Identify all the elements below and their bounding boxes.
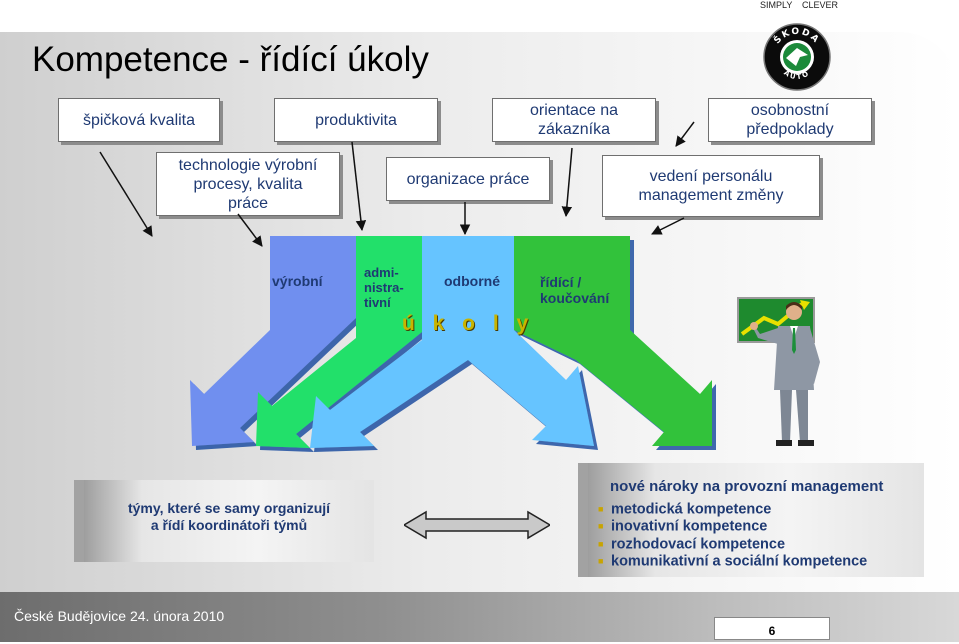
arrow-label-production: výrobní [272, 273, 323, 289]
requirement-item: ■komunikativní a sociální kompetence [598, 553, 868, 570]
page-number: 6 [714, 617, 830, 640]
arrow-label-administrative: admi- nistra- tivní [364, 265, 404, 310]
box-top-productivity: produktivita [274, 98, 438, 142]
box-mid-organization: organizace práce [386, 157, 550, 201]
skoda-logo: ŠKODA AUTO [763, 23, 831, 91]
brand-simply: SIMPLY [760, 0, 793, 10]
requirements-list: ■metodická kompetence ■inovativní kompet… [598, 501, 867, 570]
arrow-label-management: řídící / koučování [540, 274, 610, 306]
arrow-quality-to-production [99, 151, 153, 237]
arrow-administrative [256, 236, 422, 448]
arrow-technology-to-production [237, 213, 263, 247]
arrow-personal-to-leadership [675, 121, 695, 147]
ukoly-label: ú k o l y [402, 312, 535, 335]
teams-box [74, 480, 374, 562]
bullet-icon: ■ [598, 504, 604, 514]
arrow-production [190, 236, 356, 446]
arrow-expert [310, 236, 594, 448]
page-title: Kompetence - řídící úkoly [32, 40, 429, 79]
bullet-icon: ■ [598, 538, 604, 549]
bullet-icon: ■ [598, 555, 604, 566]
requirement-item: ■metodická kompetence [598, 501, 772, 518]
arrow-management [514, 236, 712, 446]
requirements-box [578, 463, 924, 577]
teams-text: týmy, které se samy organizují a řídí ko… [127, 500, 331, 533]
bullet-icon: ■ [598, 521, 604, 532]
brand-clever: CLEVER [802, 0, 839, 10]
box-mid-technology: technologie výrobní procesy, kvalita prá… [156, 152, 340, 216]
box-top-quality: špičková kvalita [58, 98, 220, 142]
requirements-title: nové nároky na provozní management [610, 478, 884, 495]
footer-location-date: České Budějovice 24. února 2010 [14, 608, 225, 624]
requirement-item: ■inovativní kompetence [598, 518, 768, 535]
arrow-productivity-to-admin [351, 141, 367, 232]
double-arrow [404, 510, 550, 540]
box-top-personal: osobnostní předpoklady [708, 98, 872, 142]
arrow-label-expert: odborné [444, 273, 500, 289]
arrow-leadership-to-management [651, 217, 685, 235]
box-top-customer: orientace na zákazníka [492, 98, 656, 142]
requirement-item: ■rozhodovací kompetence [598, 535, 786, 552]
businessman-illustration [737, 297, 820, 446]
arrow-customer-to-expert [561, 147, 573, 218]
box-mid-leadership: vedení personálu management změny [602, 155, 820, 217]
